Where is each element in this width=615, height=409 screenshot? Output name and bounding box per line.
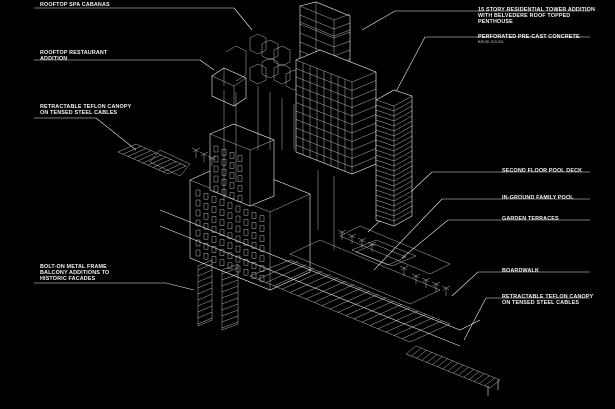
label-canopy-right: RETRACTABLE TEFLON CANOPY ON TENSED STEE…	[463, 294, 594, 341]
label-rooftop-spa: ROOFTOP SPA CABANAS	[34, 2, 253, 31]
rooftop-spa-cabanas	[249, 33, 303, 91]
label-boardwalk: BOARDWALK	[451, 268, 590, 297]
brise-soleil-panel	[375, 89, 413, 227]
svg-text:HISTORIC FACADES: HISTORIC FACADES	[40, 276, 96, 282]
svg-text:PERFORATED PRE-CAST CONCRETE: PERFORATED PRE-CAST CONCRETE	[478, 34, 580, 40]
svg-text:ADDITION: ADDITION	[40, 56, 67, 62]
right-canopy	[405, 345, 501, 396]
residential-tower	[295, 1, 377, 175]
svg-text:IN-GROUND FAMILY POOL: IN-GROUND FAMILY POOL	[502, 195, 574, 201]
svg-text:BRISE-SOLEIL: BRISE-SOLEIL	[478, 40, 504, 44]
historic-building	[189, 123, 311, 291]
label-family-pool: IN-GROUND FAMILY POOL	[373, 195, 590, 271]
svg-text:WITH BELVEDERE ROOF TOPPED: WITH BELVEDERE ROOF TOPPED	[478, 13, 570, 19]
svg-text:ROOFTOP RESTAURANT: ROOFTOP RESTAURANT	[40, 50, 108, 56]
base-promenade	[159, 209, 481, 347]
svg-text:BALCONY ADDITIONS TO: BALCONY ADDITIONS TO	[40, 270, 109, 276]
svg-text:RETRACTABLE TEFLON CANOPY: RETRACTABLE TEFLON CANOPY	[40, 104, 132, 110]
svg-text:GARDEN TERRACES: GARDEN TERRACES	[502, 216, 559, 222]
svg-text:BOLT-ON METAL FRAME: BOLT-ON METAL FRAME	[40, 264, 107, 270]
svg-text:ROOFTOP SPA CABANAS: ROOFTOP SPA CABANAS	[40, 2, 110, 8]
rooftop-restaurant	[211, 45, 247, 107]
label-tower: 15 STORY RESIDENTIAL TOWER ADDITION WITH…	[361, 7, 595, 31]
svg-text:PENTHOUSE: PENTHOUSE	[478, 19, 513, 25]
trees	[191, 147, 451, 296]
svg-text:ON TENSED STEEL CABLES: ON TENSED STEEL CABLES	[502, 300, 579, 306]
label-garden: GARDEN TERRACES	[401, 216, 590, 259]
svg-text:15 STORY RESIDENTIAL TOWER ADD: 15 STORY RESIDENTIAL TOWER ADDITION	[478, 7, 595, 13]
label-rooftop-restaurant: ROOFTOP RESTAURANT ADDITION	[34, 50, 215, 71]
pool-deck	[351, 239, 417, 267]
svg-text:RETRACTABLE TEFLON CANOPY: RETRACTABLE TEFLON CANOPY	[502, 294, 594, 300]
svg-text:ON TENSED STEEL CABLES: ON TENSED STEEL CABLES	[40, 110, 117, 116]
svg-text:SECOND FLOOR POOL DECK: SECOND FLOOR POOL DECK	[502, 168, 582, 174]
label-canopy-left: RETRACTABLE TEFLON CANOPY ON TENSED STEE…	[34, 104, 137, 151]
label-balcony: BOLT-ON METAL FRAME BALCONY ADDITIONS TO…	[34, 264, 195, 291]
svg-text:BOARDWALK: BOARDWALK	[502, 268, 539, 274]
left-canopy	[117, 143, 191, 177]
balcony-frames	[197, 259, 239, 331]
label-precast: PERFORATED PRE-CAST CONCRETE BRISE-SOLEI…	[381, 34, 590, 119]
projection-lines	[223, 86, 335, 250]
